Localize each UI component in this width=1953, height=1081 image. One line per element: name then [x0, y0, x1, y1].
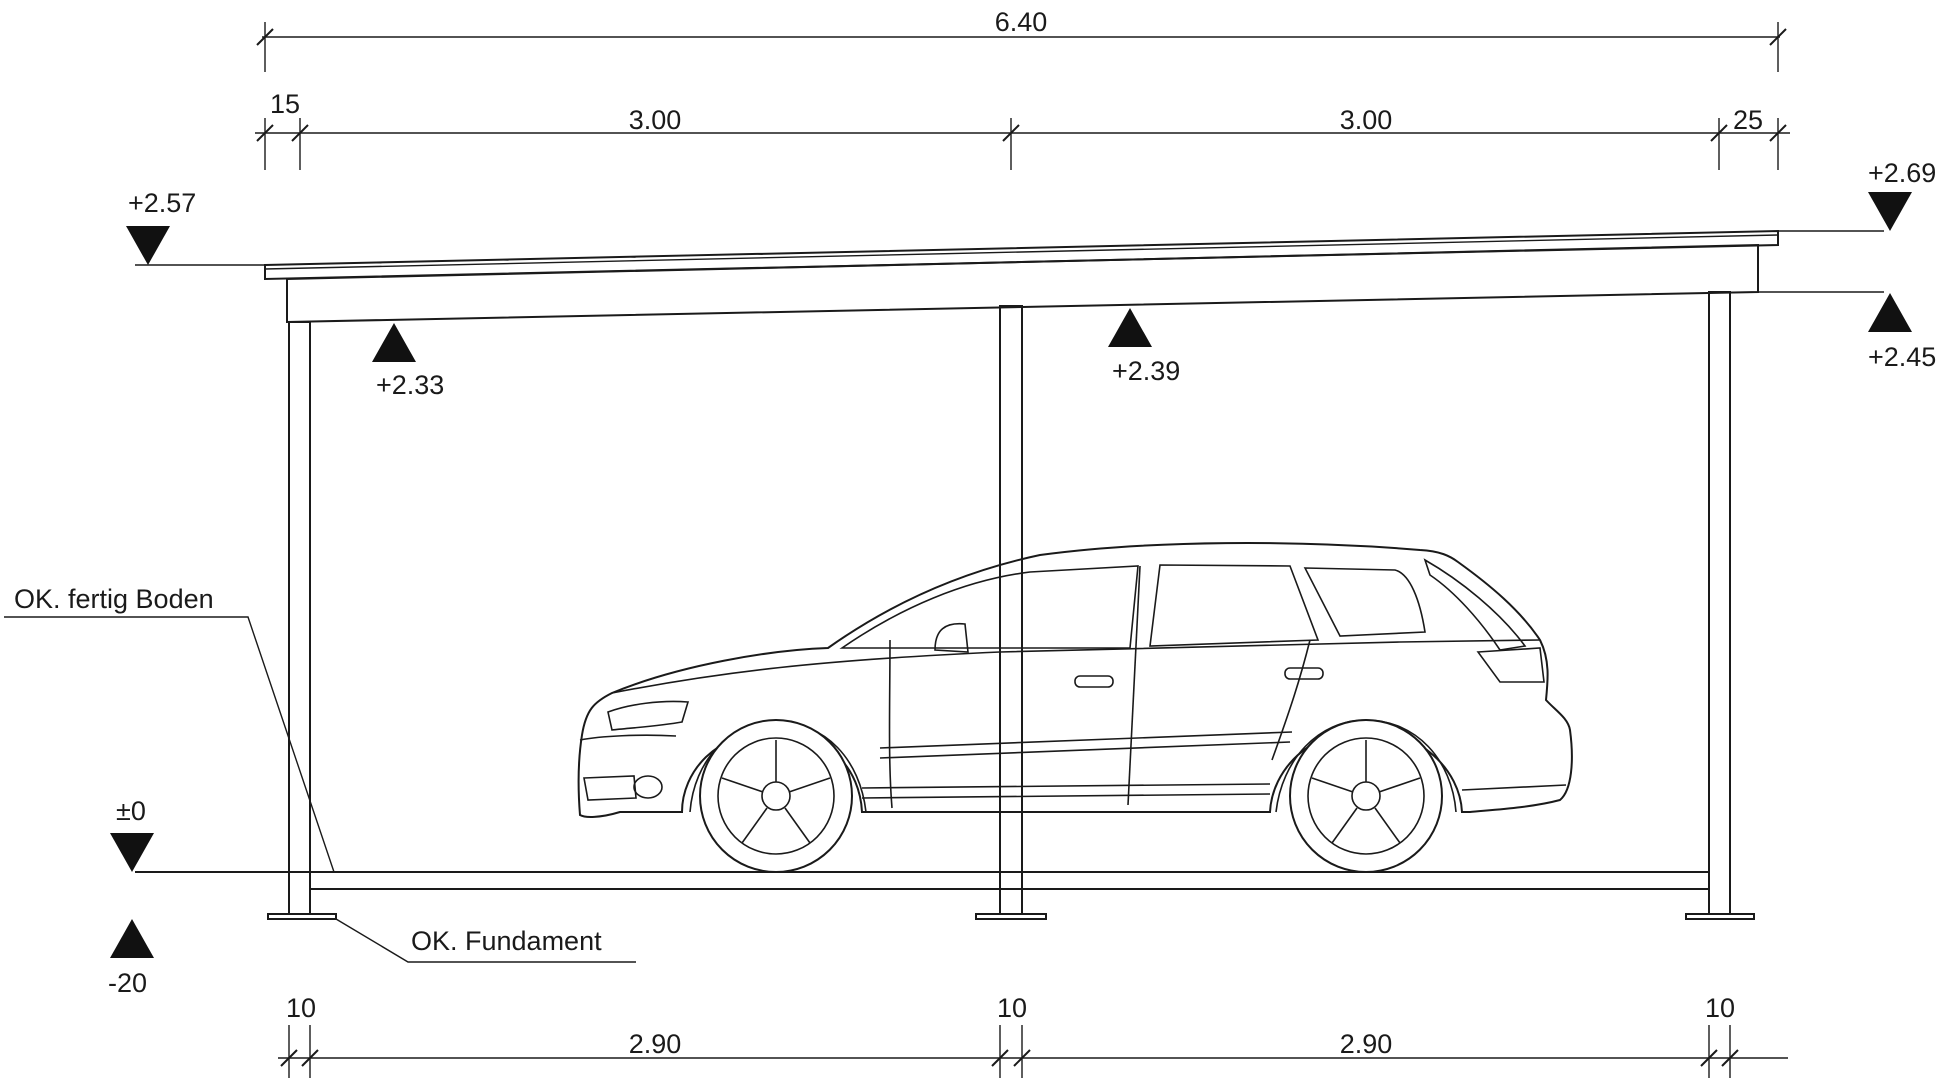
bottom-post-right-label: 10 — [1705, 993, 1735, 1023]
level-down-triangle-icon — [110, 833, 154, 872]
front-wheel — [699, 719, 853, 873]
bottom-dimension-chain: 10 2.90 10 2.90 10 — [278, 993, 1788, 1078]
overall-width-label: 6.40 — [995, 7, 1048, 37]
bottom-post-mid-label: 10 — [997, 993, 1027, 1023]
post-left — [267, 321, 337, 920]
top-dimension-chain: 15 3.00 3.00 25 — [255, 89, 1790, 170]
foundation-top-label: OK. Fundament — [411, 926, 602, 956]
level-roof-left: +2.57 — [126, 188, 196, 265]
level-foundation-label: -20 — [108, 968, 147, 998]
overall-dimension-line: 6.40 — [256, 7, 1787, 72]
post-right — [1685, 291, 1755, 920]
roof — [135, 229, 1884, 324]
bottom-bay-right-label: 2.90 — [1340, 1029, 1393, 1059]
car-illustration — [577, 542, 1573, 873]
bottom-bay-left-label: 2.90 — [629, 1029, 682, 1059]
level-beam-left: +2.33 — [372, 323, 444, 400]
level-foundation: -20 — [108, 919, 154, 998]
level-beam-left-label: +2.33 — [376, 370, 444, 400]
level-floor: ±0 — [110, 796, 154, 872]
level-up-triangle-icon — [372, 323, 416, 362]
level-up-triangle-icon — [110, 919, 154, 958]
callout-foundation: OK. Fundament — [335, 918, 636, 963]
callout-finished-floor: OK. fertig Boden — [4, 584, 335, 873]
top-bay-right-label: 3.00 — [1340, 105, 1393, 135]
post-middle-front — [999, 305, 1023, 915]
level-floor-label: ±0 — [116, 796, 146, 826]
level-beam-middle: +2.39 — [1108, 308, 1180, 386]
bottom-post-left-label: 10 — [286, 993, 316, 1023]
level-down-triangle-icon — [126, 226, 170, 265]
level-roof-right-label: +2.69 — [1868, 158, 1936, 188]
top-bay-left-label: 3.00 — [629, 105, 682, 135]
level-down-triangle-icon — [1868, 192, 1912, 231]
finished-floor-label: OK. fertig Boden — [14, 584, 214, 614]
level-up-triangle-icon — [1868, 293, 1912, 332]
rear-wheel — [1289, 719, 1443, 873]
floor-slab — [135, 871, 1710, 890]
level-up-triangle-icon — [1108, 308, 1152, 347]
level-beam-right: +2.45 — [1868, 293, 1936, 372]
top-left-offset-label: 15 — [270, 89, 300, 119]
level-beam-right-label: +2.45 — [1868, 342, 1936, 372]
top-right-overhang-label: 25 — [1733, 105, 1763, 135]
level-roof-left-label: +2.57 — [128, 188, 196, 218]
level-beam-middle-label: +2.39 — [1112, 356, 1180, 386]
level-roof-right: +2.69 — [1868, 158, 1936, 231]
